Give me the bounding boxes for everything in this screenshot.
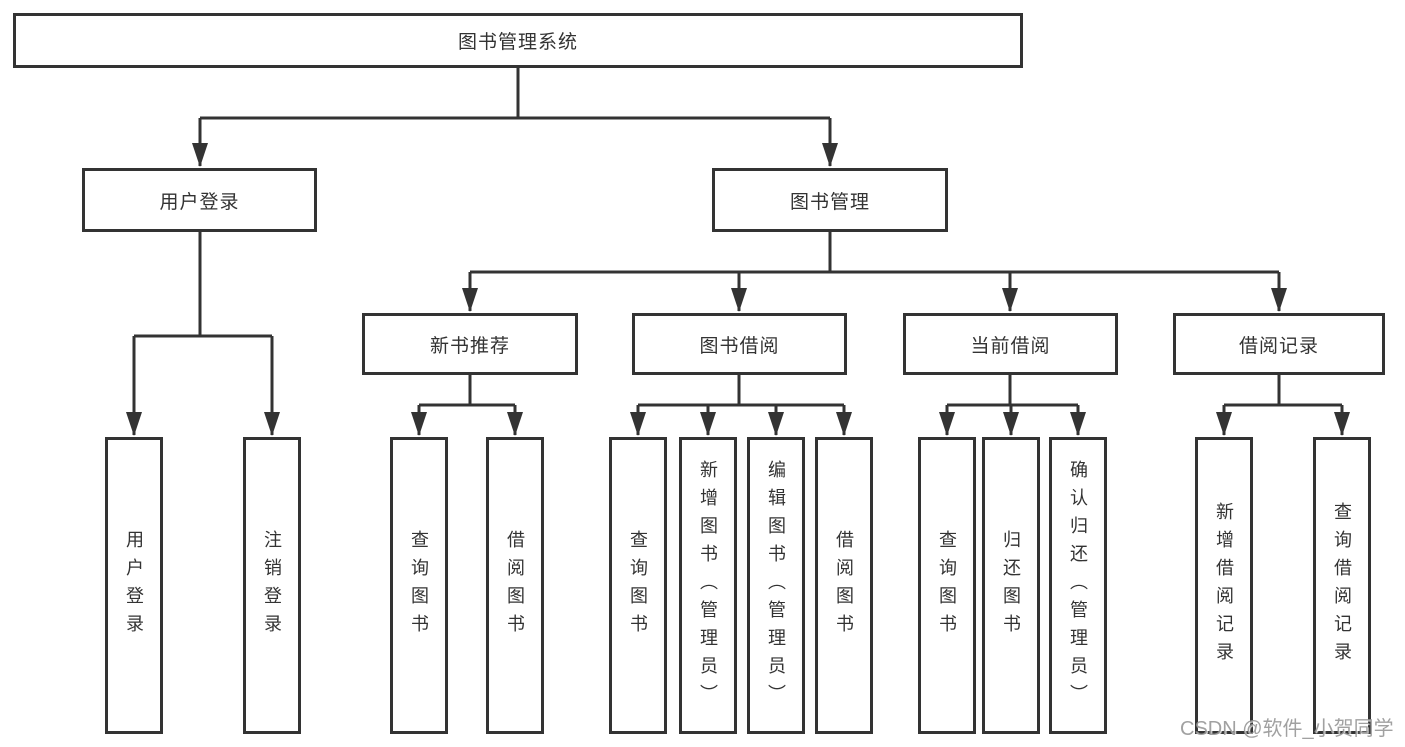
node-label: 新书推荐 [429,335,510,357]
node-borrowing-records: 借阅记录 [1173,313,1385,375]
node-label: 图书借阅 [699,335,780,357]
leaf-query-books-current: 查询图书 [918,437,976,734]
node-label: 用户登录 [159,191,240,213]
node-label: 新增借阅记录 [1214,501,1234,670]
node-label: 借阅图书 [505,529,525,642]
connector-user-login [126,232,280,436]
connector-book-borrowing [630,375,852,436]
node-book-management: 图书管理 [712,168,948,232]
leaf-return-books: 归还图书 [982,437,1040,734]
node-label: 查询图书 [409,529,429,642]
node-label: 查询借阅记录 [1332,501,1352,670]
node-label: 编辑图书（管理员） [766,459,786,712]
connector-new-book-recommendation [411,375,523,436]
leaf-query-borrow-record: 查询借阅记录 [1313,437,1371,734]
connector-borrowing-records [1216,375,1350,436]
node-user-login: 用户登录 [82,168,317,232]
node-label: 图书管理 [789,191,870,213]
leaf-query-books-recommend: 查询图书 [390,437,448,734]
leaf-edit-books-admin: 编辑图书（管理员） [747,437,805,734]
connector-book-management [462,232,1287,312]
leaf-add-books-admin: 新增图书（管理员） [679,437,737,734]
node-label: 归还图书 [1001,529,1021,642]
node-label: 用户登录 [124,529,144,642]
node-label: 图书管理系统 [457,32,578,53]
leaf-borrow-books: 借阅图书 [815,437,873,734]
node-current-borrowing: 当前借阅 [903,313,1118,375]
leaf-add-borrow-record: 新增借阅记录 [1195,437,1253,734]
csdn-watermark: CSDN @软件_小贺同学 [1180,718,1394,740]
node-label: 查询图书 [628,529,648,642]
leaf-borrow-books-recommend: 借阅图书 [486,437,544,734]
node-label: 当前借阅 [970,335,1051,357]
node-label: 确认归还（管理员） [1068,459,1088,712]
node-label: 借阅图书 [834,529,854,642]
node-label: 注销登录 [262,529,282,642]
node-label: 查询图书 [937,529,957,642]
leaf-query-books-borrow: 查询图书 [609,437,667,734]
node-book-borrowing: 图书借阅 [632,313,847,375]
node-label: 新增图书（管理员） [698,459,718,712]
node-label: 借阅记录 [1238,335,1319,357]
connector-current-borrowing [939,375,1086,436]
leaf-confirm-return-admin: 确认归还（管理员） [1049,437,1107,734]
leaf-user-login: 用户登录 [105,437,163,734]
node-new-book-recommendation: 新书推荐 [362,313,578,375]
leaf-logout: 注销登录 [243,437,301,734]
connector-root [192,68,838,167]
node-library-management-system: 图书管理系统 [13,13,1023,68]
